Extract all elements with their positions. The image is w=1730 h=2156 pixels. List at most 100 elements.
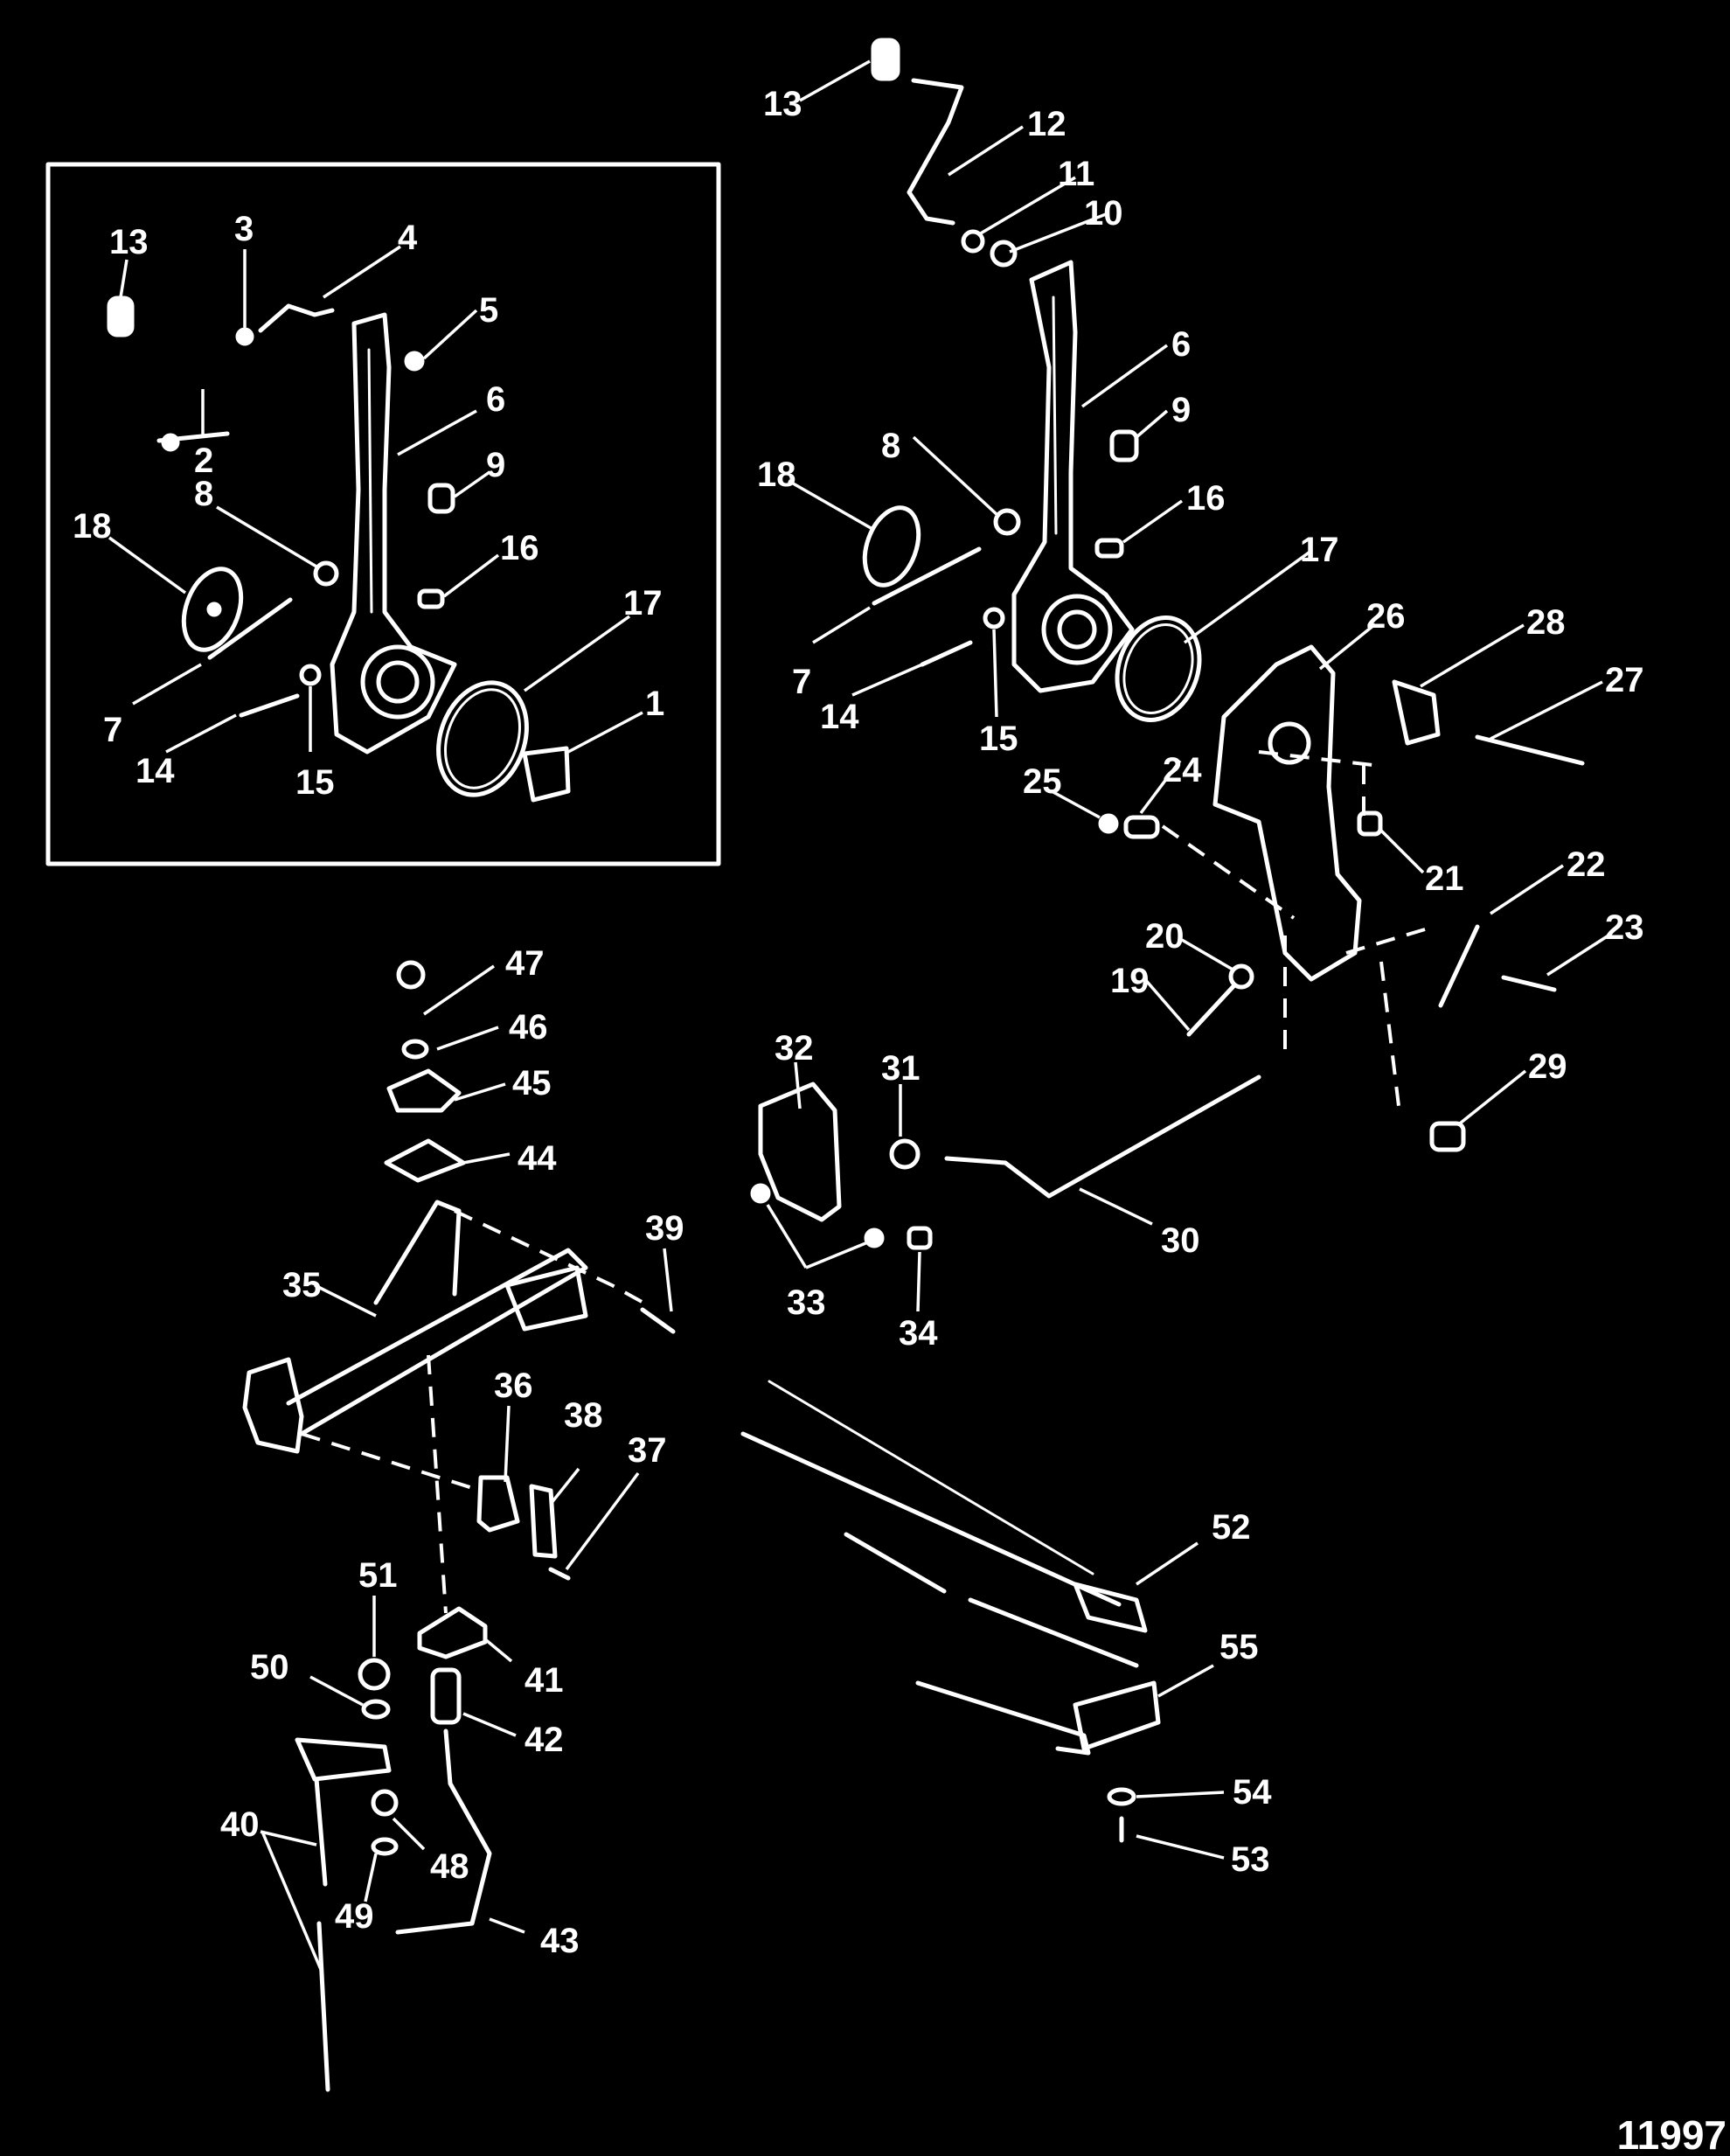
callout: 14 — [820, 698, 859, 736]
part-9-sleeve — [1109, 429, 1139, 462]
part-30-rod — [944, 1075, 1261, 1199]
inset-callout: 9 — [486, 446, 505, 484]
inset-callout: 8 — [194, 475, 213, 513]
part-37-screw — [548, 1567, 571, 1581]
part-39-screw — [640, 1307, 676, 1334]
part-48-nut — [371, 1789, 399, 1817]
inset-part-18-center — [206, 602, 222, 617]
part-23-screw — [1501, 975, 1557, 992]
inset-callout: 3 — [234, 210, 254, 248]
inset-part-6-bore — [376, 660, 420, 704]
part-38-gasket — [529, 1484, 558, 1559]
callout: 34 — [899, 1314, 938, 1353]
callout: 8 — [881, 427, 900, 465]
callout: 51 — [358, 1556, 398, 1595]
part-33-stud — [750, 1183, 771, 1204]
inset-part-8-washer — [313, 560, 339, 587]
part-35-mount — [242, 1357, 304, 1454]
callout: 28 — [1526, 603, 1566, 642]
part-55-wire-a — [844, 1532, 947, 1594]
callout: 24 — [1163, 751, 1202, 789]
part-54-washer — [1107, 1787, 1136, 1806]
part-55-wire-b — [968, 1597, 1139, 1668]
inset-part-3-washer — [235, 327, 254, 346]
callout: 6 — [1171, 325, 1191, 364]
part-45-arm — [386, 1068, 462, 1113]
document-number: 11997 — [1617, 2112, 1727, 2156]
part-55-module — [1073, 1680, 1161, 1751]
callout: 36 — [494, 1367, 533, 1405]
part-12-crank-rod — [907, 78, 964, 226]
inset-callout: 7 — [103, 711, 122, 749]
callout: 32 — [775, 1029, 814, 1068]
callout: 18 — [757, 456, 796, 494]
callout: 27 — [1605, 661, 1644, 699]
part-35-arm — [286, 1248, 588, 1436]
inset-part-5-nut — [404, 351, 425, 372]
part-35-head — [504, 1265, 588, 1332]
inset-callout: 15 — [295, 763, 335, 802]
callout: 12 — [1027, 105, 1066, 143]
callout: 54 — [1233, 1773, 1272, 1812]
callout: 17 — [1300, 531, 1339, 569]
part-21-nut — [1357, 810, 1383, 837]
callout: 42 — [525, 1721, 564, 1759]
callout: 22 — [1567, 845, 1606, 884]
inset-parts — [107, 296, 571, 803]
part-11-nut — [961, 229, 985, 254]
inset-part-9-sleeve — [427, 483, 455, 514]
inset-part-16-pin — [417, 588, 445, 609]
part-24-spring — [1123, 815, 1160, 839]
inset-part-2-stud — [161, 433, 180, 452]
part-25-ball — [1098, 813, 1119, 834]
inset-callout: 5 — [479, 291, 498, 330]
part-46-washer — [401, 1039, 429, 1060]
part-29-nut — [1429, 1121, 1466, 1152]
callout: 49 — [335, 1897, 374, 1936]
inset-callout: 16 — [500, 529, 539, 567]
part-33-stud-b — [864, 1228, 885, 1248]
callout: 47 — [505, 944, 545, 983]
inset-callout: 1 — [645, 685, 664, 723]
part-44-plate — [384, 1138, 466, 1183]
part-8-washer — [993, 508, 1021, 536]
part-50-washer — [361, 1699, 391, 1720]
part-51-nut — [358, 1658, 391, 1691]
inset-callout: 4 — [398, 219, 418, 257]
part-27-bolt — [1475, 734, 1585, 766]
inset-part-17-coil — [443, 688, 522, 789]
callout: 7 — [792, 663, 811, 701]
callout: 44 — [518, 1139, 557, 1178]
part-6-bore — [1057, 609, 1097, 650]
callout: 55 — [1219, 1628, 1259, 1666]
part-17-coil — [1122, 623, 1194, 714]
upper-leaders — [766, 59, 1609, 1312]
part-6-rib — [1052, 296, 1058, 535]
part-31-fitting — [889, 1138, 921, 1170]
callout: 48 — [430, 1847, 469, 1886]
part-19-screw — [1186, 983, 1237, 1037]
inset-part-6-arm — [330, 312, 457, 755]
inset-part-6-rib — [367, 348, 373, 614]
upper-assembly-parts — [750, 38, 1585, 1250]
upper-alignment-lines — [1161, 750, 1435, 1107]
inset-part-7-screw — [207, 597, 293, 660]
part-6-hub — [1041, 594, 1113, 665]
part-32-bracket — [758, 1081, 842, 1222]
inset-part-17-spring — [436, 680, 529, 797]
part-34-nut — [907, 1226, 933, 1250]
callout: 26 — [1366, 597, 1406, 636]
callout: 16 — [1186, 479, 1226, 518]
callout: 53 — [1231, 1840, 1270, 1879]
part-52-cable-b — [768, 1380, 1094, 1575]
part-42-spring — [430, 1667, 462, 1725]
inset-part-6-hub — [360, 644, 435, 720]
lower-assembly-parts — [242, 960, 1161, 2092]
inset-frame — [45, 162, 721, 866]
part-49-washer — [371, 1837, 399, 1856]
callout: 39 — [645, 1209, 684, 1248]
callout: 10 — [1084, 194, 1123, 233]
part-22-link — [1438, 924, 1480, 1008]
part-28-bushing — [1392, 679, 1441, 746]
callout: 15 — [979, 720, 1018, 758]
